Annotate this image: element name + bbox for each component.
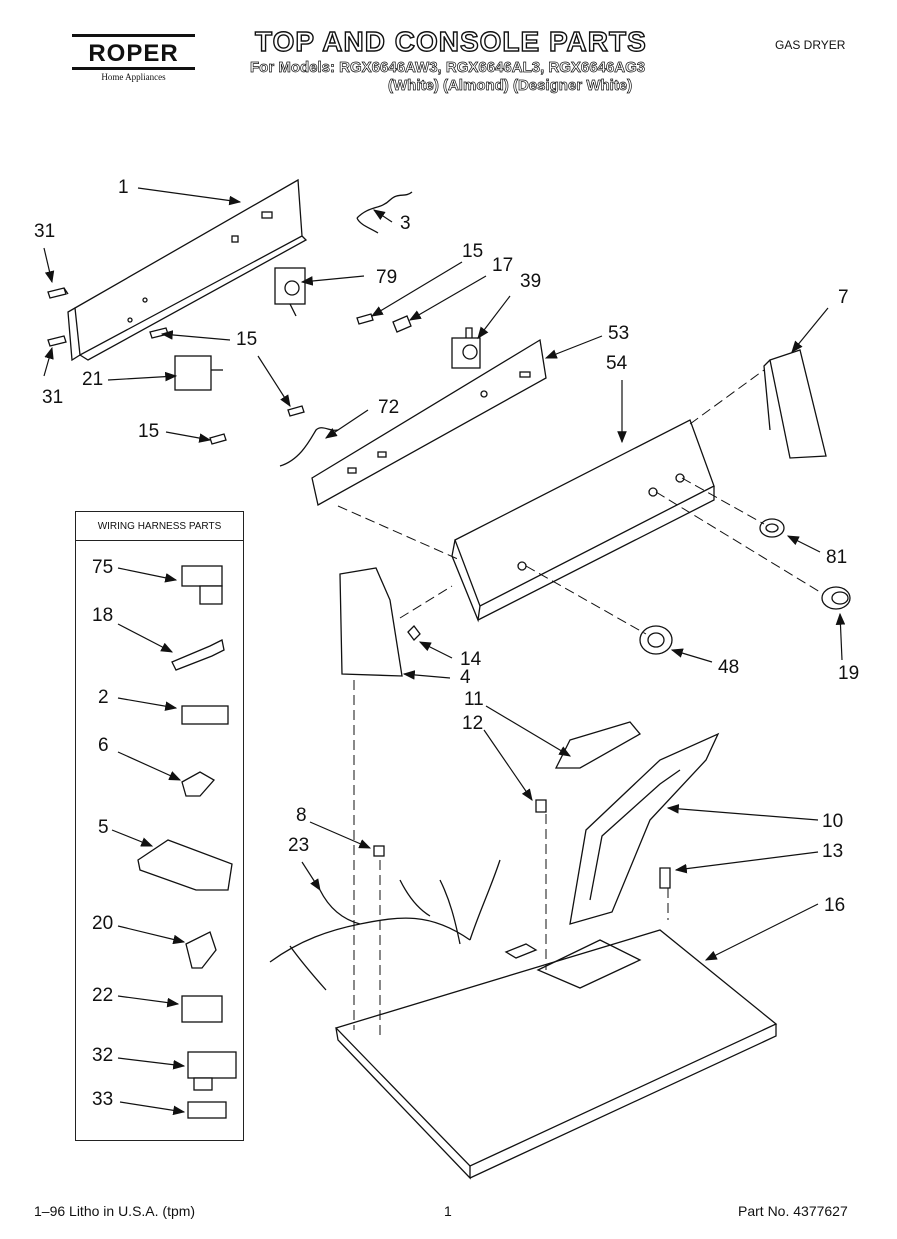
wire-harness-part bbox=[269, 859, 501, 991]
callout-15-upper: 15 bbox=[462, 241, 484, 262]
callout-31-top: 31 bbox=[34, 221, 56, 242]
roper-logo: ROPER Home Appliances bbox=[72, 34, 195, 82]
callout-79: 79 bbox=[376, 267, 398, 288]
end-cap-part bbox=[763, 349, 827, 459]
dryer-top-part bbox=[334, 929, 778, 1180]
product-type: GAS DRYER bbox=[775, 38, 846, 52]
wire-part bbox=[356, 191, 413, 219]
callout-21: 21 bbox=[82, 369, 104, 390]
callout-81: 81 bbox=[826, 547, 848, 568]
callout-8: 8 bbox=[296, 805, 307, 826]
inset-part-2 bbox=[181, 705, 229, 725]
callout-18: 18 bbox=[92, 605, 114, 626]
models-line: For Models: RGX6646AW3, RGX6646AL3, RGX6… bbox=[250, 59, 646, 77]
callout-20: 20 bbox=[92, 913, 114, 934]
callout-6: 6 bbox=[98, 735, 109, 756]
inset-part-6 bbox=[181, 771, 216, 797]
part-39 bbox=[451, 327, 481, 369]
callout-15-mid: 15 bbox=[236, 329, 258, 350]
lint-screen-part bbox=[554, 721, 641, 769]
callout-48: 48 bbox=[718, 657, 740, 678]
logo-wordmark: ROPER bbox=[88, 40, 179, 67]
callout-12: 12 bbox=[462, 713, 484, 734]
page-title: TOP AND CONSOLE PARTS bbox=[254, 25, 647, 57]
callout-17: 17 bbox=[492, 255, 514, 276]
callout-13: 13 bbox=[822, 841, 844, 862]
callout-39: 39 bbox=[520, 271, 542, 292]
inset-part-32 bbox=[187, 1051, 237, 1091]
switch-part bbox=[174, 355, 223, 391]
callout-54: 54 bbox=[606, 353, 628, 374]
wiring-harness-inset bbox=[75, 511, 244, 1141]
callout-22: 22 bbox=[92, 985, 114, 1006]
callout-19: 19 bbox=[838, 663, 860, 684]
callout-23: 23 bbox=[288, 835, 310, 856]
callout-72: 72 bbox=[378, 397, 400, 418]
callout-32: 32 bbox=[92, 1045, 114, 1066]
part-79 bbox=[274, 267, 306, 317]
logo-subtitle: Home Appliances bbox=[101, 72, 166, 82]
footer-part-number: Part No. 4377627 bbox=[738, 1203, 848, 1219]
knob-part bbox=[759, 518, 785, 538]
inset-divider bbox=[75, 540, 244, 541]
inset-part-75 bbox=[181, 565, 223, 605]
logo-rule-top bbox=[72, 34, 195, 37]
inset-part-5 bbox=[137, 839, 233, 891]
callout-5: 5 bbox=[98, 817, 109, 838]
duct-part bbox=[569, 732, 720, 925]
screw-part bbox=[47, 335, 67, 347]
inset-part-33 bbox=[187, 1101, 227, 1119]
callout-3: 3 bbox=[400, 213, 411, 234]
callout-10: 10 bbox=[822, 811, 844, 832]
callout-1: 1 bbox=[118, 177, 129, 198]
inset-title: WIRING HARNESS PARTS bbox=[97, 521, 222, 532]
callout-33: 33 bbox=[92, 1089, 114, 1110]
callout-16: 16 bbox=[824, 895, 846, 916]
rear-bracket-part bbox=[67, 178, 308, 362]
knob-part bbox=[821, 586, 851, 610]
console-bracket-part bbox=[311, 338, 547, 506]
callout-4: 4 bbox=[460, 667, 471, 688]
callout-31-bottom: 31 bbox=[42, 387, 64, 408]
console-panel-part bbox=[451, 419, 715, 623]
logo-rule-bottom bbox=[72, 67, 195, 70]
inset-part-22 bbox=[181, 995, 223, 1023]
callout-53: 53 bbox=[608, 323, 630, 344]
screw-part bbox=[47, 287, 69, 299]
callout-2: 2 bbox=[98, 687, 109, 708]
footer-page-number: 1 bbox=[444, 1203, 452, 1219]
callout-75: 75 bbox=[92, 557, 114, 578]
knob-part bbox=[639, 625, 673, 655]
callout-7: 7 bbox=[838, 287, 849, 308]
inset-part-20 bbox=[185, 931, 217, 969]
callout-15-lower: 15 bbox=[138, 421, 160, 442]
callout-11: 11 bbox=[464, 689, 484, 710]
side-panel-part bbox=[339, 567, 403, 677]
inset-part-18 bbox=[171, 639, 225, 671]
callout-14: 14 bbox=[460, 649, 482, 670]
footer-litho: 1–96 Litho in U.S.A. (tpm) bbox=[34, 1203, 196, 1219]
variants-line: (White) (Almond) (Designer White) bbox=[388, 77, 633, 95]
